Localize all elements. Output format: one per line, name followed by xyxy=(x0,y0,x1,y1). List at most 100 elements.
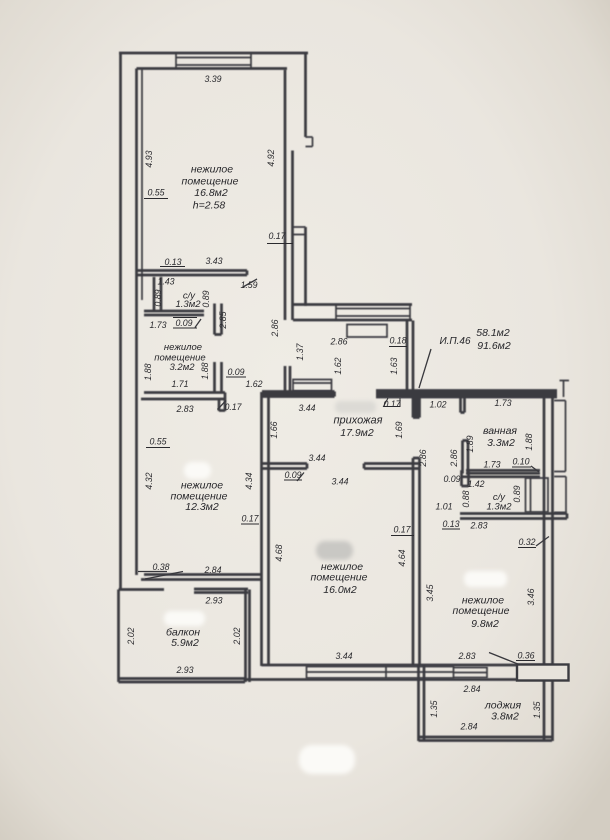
svg-text:2.84: 2.84 xyxy=(462,684,480,694)
svg-text:0.88: 0.88 xyxy=(461,490,471,507)
svg-text:0.55: 0.55 xyxy=(147,188,164,198)
svg-text:помещение: помещение xyxy=(453,605,510,617)
svg-text:помещение: помещение xyxy=(182,176,239,188)
svg-text:3.45: 3.45 xyxy=(425,584,435,601)
svg-text:91.6м2: 91.6м2 xyxy=(477,340,511,352)
svg-text:1.59: 1.59 xyxy=(240,280,257,290)
svg-text:4.68: 4.68 xyxy=(274,544,284,561)
svg-text:17.9м2: 17.9м2 xyxy=(340,427,374,439)
svg-text:3.39: 3.39 xyxy=(204,74,221,84)
svg-text:1.88: 1.88 xyxy=(200,362,210,379)
svg-text:1.42: 1.42 xyxy=(467,479,484,489)
svg-text:1.73: 1.73 xyxy=(483,460,500,470)
svg-text:0.17: 0.17 xyxy=(224,402,242,412)
svg-text:0.17: 0.17 xyxy=(268,231,286,241)
svg-text:1.66: 1.66 xyxy=(269,421,279,438)
svg-text:2.83: 2.83 xyxy=(175,404,193,414)
svg-text:0.17: 0.17 xyxy=(393,525,411,535)
svg-text:балкон: балкон xyxy=(166,627,200,639)
svg-text:1.73: 1.73 xyxy=(149,320,166,330)
svg-text:5.9м2: 5.9м2 xyxy=(171,637,199,649)
svg-text:3.44: 3.44 xyxy=(331,477,348,487)
svg-text:2.83: 2.83 xyxy=(469,521,487,531)
svg-text:0.89: 0.89 xyxy=(153,289,163,306)
svg-text:1.69: 1.69 xyxy=(394,421,404,438)
svg-text:12.3м2: 12.3м2 xyxy=(185,501,219,513)
svg-text:помещение: помещение xyxy=(171,490,228,502)
svg-text:нежилое: нежилое xyxy=(191,164,233,176)
svg-text:2.02: 2.02 xyxy=(126,627,136,645)
svg-text:0.09: 0.09 xyxy=(227,367,244,377)
svg-text:1.63: 1.63 xyxy=(389,357,399,374)
svg-text:3.44: 3.44 xyxy=(298,403,315,413)
svg-text:3.3м2: 3.3м2 xyxy=(487,437,515,449)
svg-text:4.93: 4.93 xyxy=(144,150,154,167)
svg-text:нежилое: нежилое xyxy=(321,561,363,573)
svg-text:1.43: 1.43 xyxy=(157,277,174,287)
svg-text:2.83: 2.83 xyxy=(457,651,475,661)
svg-text:3.8м2: 3.8м2 xyxy=(491,711,519,723)
svg-text:2.86: 2.86 xyxy=(449,449,459,467)
svg-text:1.3м2: 1.3м2 xyxy=(486,502,512,513)
svg-text:0.38: 0.38 xyxy=(152,562,169,572)
svg-text:0.17: 0.17 xyxy=(241,514,259,524)
svg-text:1.88: 1.88 xyxy=(524,433,534,450)
svg-text:1.62: 1.62 xyxy=(245,379,262,389)
svg-text:2.93: 2.93 xyxy=(204,596,222,606)
svg-text:3.44: 3.44 xyxy=(335,651,352,661)
svg-text:0.89: 0.89 xyxy=(201,290,211,307)
svg-text:0.09: 0.09 xyxy=(443,474,460,484)
svg-text:2.93: 2.93 xyxy=(175,665,193,675)
svg-text:0.13: 0.13 xyxy=(442,519,459,529)
svg-text:0.09: 0.09 xyxy=(175,318,192,328)
svg-text:3.2м2: 3.2м2 xyxy=(169,362,195,373)
svg-text:1.3м2: 1.3м2 xyxy=(175,299,201,310)
svg-text:2.86: 2.86 xyxy=(418,449,428,467)
svg-text:нежилое: нежилое xyxy=(181,480,223,492)
svg-text:4.64: 4.64 xyxy=(397,549,407,566)
svg-text:1.01: 1.01 xyxy=(435,502,452,512)
svg-text:58.1м2: 58.1м2 xyxy=(476,327,510,339)
svg-text:помещение: помещение xyxy=(311,572,368,584)
svg-text:0.10: 0.10 xyxy=(512,457,529,467)
svg-text:1.37: 1.37 xyxy=(295,342,305,360)
svg-text:2.86: 2.86 xyxy=(329,337,347,347)
svg-text:16.8м2: 16.8м2 xyxy=(194,187,228,199)
svg-text:1.88: 1.88 xyxy=(143,363,153,380)
svg-text:прихожая: прихожая xyxy=(333,415,382,427)
svg-text:0.55: 0.55 xyxy=(149,437,166,447)
svg-text:1.02: 1.02 xyxy=(429,400,446,410)
svg-text:2.86: 2.86 xyxy=(270,319,280,337)
svg-text:ванная: ванная xyxy=(483,425,517,437)
svg-text:0.18: 0.18 xyxy=(389,336,406,346)
svg-text:1.73: 1.73 xyxy=(494,398,511,408)
svg-text:помещение: помещение xyxy=(154,353,205,364)
svg-text:2.02: 2.02 xyxy=(232,627,242,645)
svg-text:0.89: 0.89 xyxy=(512,485,522,502)
svg-text:0.09: 0.09 xyxy=(284,470,301,480)
svg-text:1.89: 1.89 xyxy=(465,435,475,452)
svg-text:4.34: 4.34 xyxy=(244,472,254,489)
svg-text:3.44: 3.44 xyxy=(308,453,325,463)
svg-text:4.92: 4.92 xyxy=(266,149,276,166)
svg-text:4.32: 4.32 xyxy=(144,472,154,489)
svg-text:0.13: 0.13 xyxy=(164,257,181,267)
svg-text:2.84: 2.84 xyxy=(459,722,477,732)
svg-text:0.36: 0.36 xyxy=(517,651,534,661)
svg-text:2.84: 2.84 xyxy=(203,565,221,575)
svg-text:с/у: с/у xyxy=(183,291,196,302)
svg-text:1.35: 1.35 xyxy=(532,701,542,718)
svg-text:1.62: 1.62 xyxy=(333,357,343,374)
svg-text:И.П.46: И.П.46 xyxy=(439,336,471,347)
svg-text:1.71: 1.71 xyxy=(171,379,188,389)
svg-text:нежилое: нежилое xyxy=(462,595,504,607)
svg-text:0.32: 0.32 xyxy=(518,537,535,547)
svg-text:h=2.58: h=2.58 xyxy=(193,200,226,212)
svg-text:нежилое: нежилое xyxy=(164,342,202,353)
svg-text:2.85: 2.85 xyxy=(218,311,228,329)
svg-text:лоджия: лоджия xyxy=(484,700,522,712)
svg-text:с/у: с/у xyxy=(493,492,506,503)
svg-text:9.8м2: 9.8м2 xyxy=(471,618,499,630)
svg-text:1.35: 1.35 xyxy=(429,700,439,717)
svg-text:3.43: 3.43 xyxy=(205,256,222,266)
